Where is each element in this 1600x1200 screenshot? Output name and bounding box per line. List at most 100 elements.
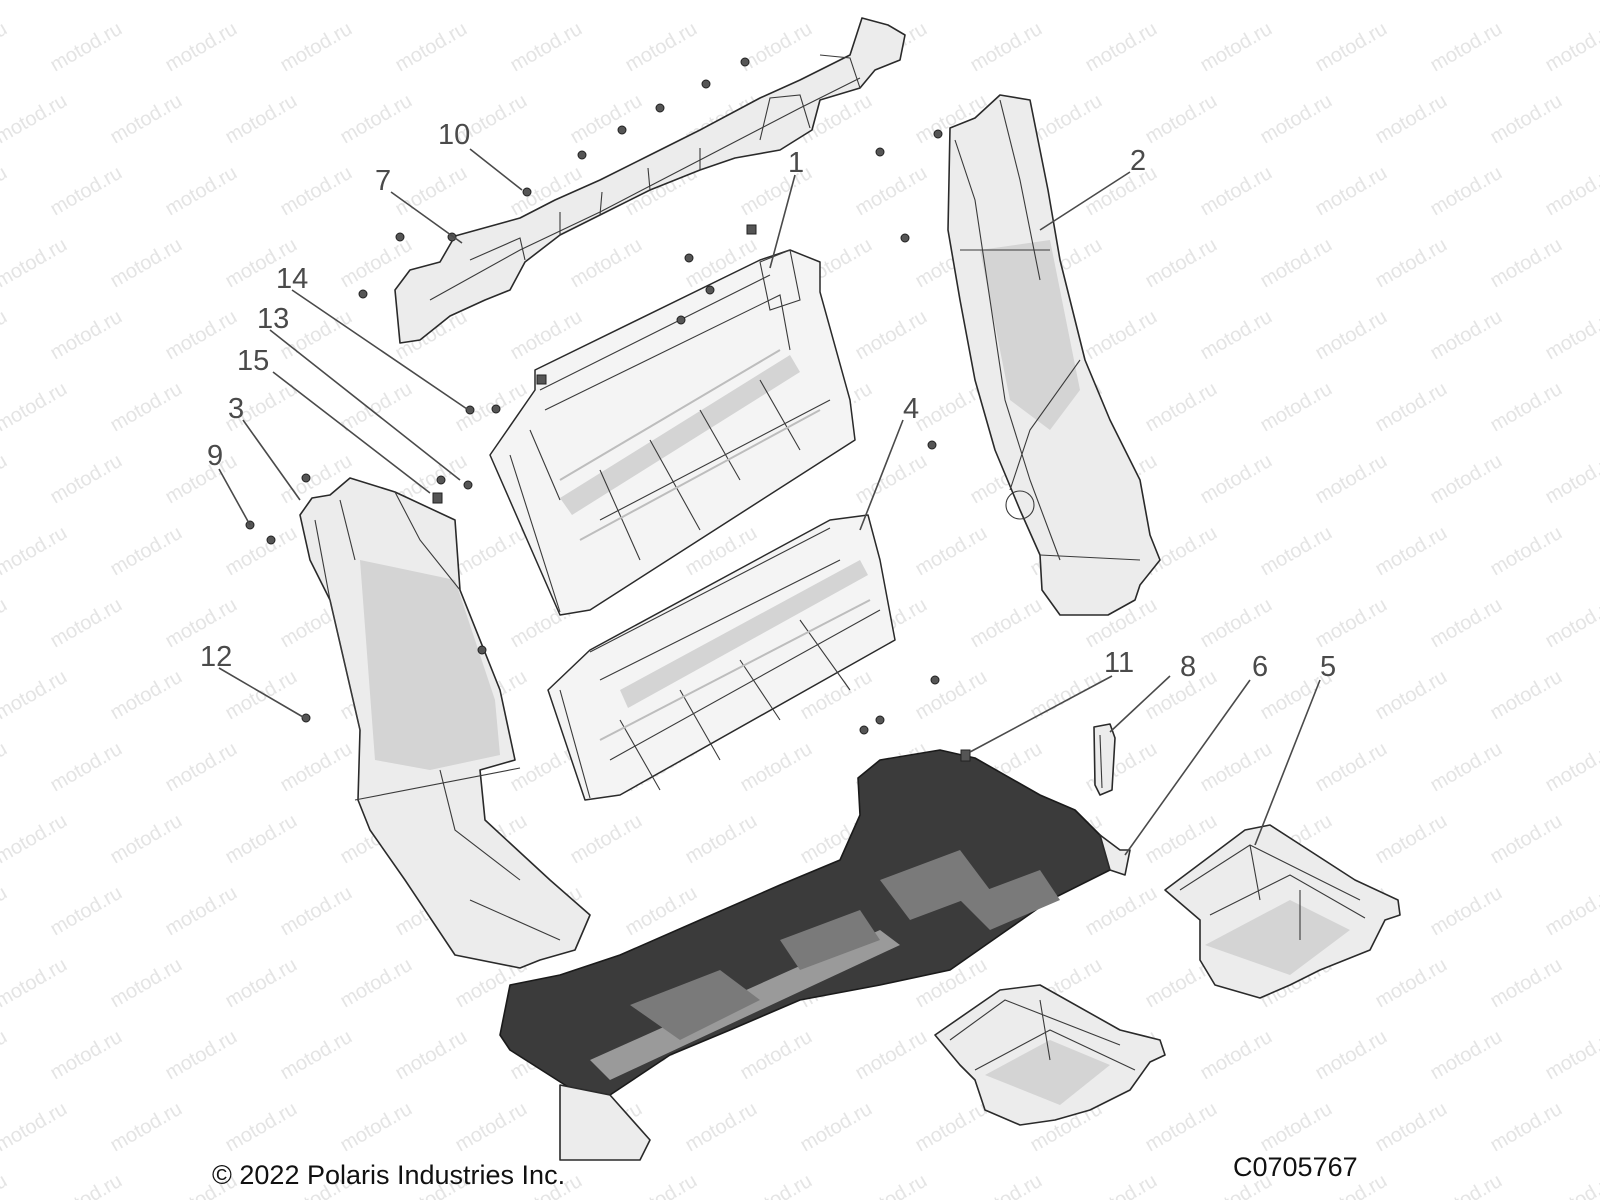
watermark-text: motod.ru xyxy=(1312,738,1391,797)
watermark-text: motod.ru xyxy=(47,594,126,653)
watermark-text: motod.ru xyxy=(622,1170,701,1200)
watermark-text: motod.ru xyxy=(1487,90,1566,149)
watermark-text: motod.ru xyxy=(1142,234,1221,293)
watermark-text: motod.ru xyxy=(1372,666,1451,725)
watermark-text: motod.ru xyxy=(162,306,241,365)
watermark-text: motod.ru xyxy=(1027,0,1106,4)
watermark-text: motod.ru xyxy=(107,90,186,149)
watermark-text: motod.ru xyxy=(682,810,761,869)
part-3-left-panel xyxy=(299,477,591,969)
fasteners xyxy=(245,57,971,762)
watermark-text: motod.ru xyxy=(1257,90,1336,149)
callout-12: 12 xyxy=(200,641,232,673)
watermark-text: motod.ru xyxy=(1372,522,1451,581)
watermark-text: motod.ru xyxy=(567,90,646,149)
watermark-text: motod.ru xyxy=(107,954,186,1013)
watermark-text: motod.ru xyxy=(1487,954,1566,1013)
watermark-text: motod.ru xyxy=(107,522,186,581)
watermark-text: motod.ru xyxy=(1312,1026,1391,1085)
watermark-text: motod.ru xyxy=(0,450,11,509)
part-6-floor-panel xyxy=(499,749,1131,1161)
watermark-text: motod.ru xyxy=(1542,594,1600,653)
watermark-text: motod.ru xyxy=(967,1170,1046,1200)
watermark-text: motod.ru xyxy=(222,90,301,149)
watermark-text: motod.ru xyxy=(1372,90,1451,149)
part-2-right-panel xyxy=(947,94,1161,616)
watermark-text: motod.ru xyxy=(337,378,416,437)
watermark-text: motod.ru xyxy=(222,666,301,725)
watermark-text: motod.ru xyxy=(1487,234,1566,293)
watermark-text: motod.ru xyxy=(222,1098,301,1157)
watermark-text: motod.ru xyxy=(47,738,126,797)
watermark-text: motod.ru xyxy=(1427,1170,1506,1200)
callout-11: 11 xyxy=(1104,647,1134,679)
watermark-text: motod.ru xyxy=(337,90,416,149)
watermark-text: motod.ru xyxy=(852,1170,931,1200)
watermark-text: motod.ru xyxy=(1542,738,1600,797)
watermark-text: motod.ru xyxy=(277,162,356,221)
lower-storage-bin xyxy=(934,984,1166,1126)
watermark-text: motod.ru xyxy=(1487,810,1566,869)
copyright-text: © 2022 Polaris Industries Inc. xyxy=(212,1160,565,1190)
watermark-text: motod.ru xyxy=(0,738,11,797)
watermark-text: motod.ru xyxy=(392,18,471,77)
watermark-text: motod.ru xyxy=(1487,0,1566,4)
watermark-text: motod.ru xyxy=(0,810,71,869)
watermark-text: motod.ru xyxy=(0,0,71,4)
watermark-text: motod.ru xyxy=(222,522,301,581)
watermark-text: motod.ru xyxy=(222,810,301,869)
watermark-text: motod.ru xyxy=(1197,594,1276,653)
callout-3: 3 xyxy=(228,393,244,425)
watermark-text: motod.ru xyxy=(1427,162,1506,221)
watermark-text: motod.ru xyxy=(1542,162,1600,221)
part-7-top-rail xyxy=(394,17,906,344)
callout-1: 1 xyxy=(788,147,804,179)
watermark-text: motod.ru xyxy=(162,18,241,77)
watermark-text: motod.ru xyxy=(0,954,71,1013)
watermark-text: motod.ru xyxy=(1487,522,1566,581)
watermark-text: motod.ru xyxy=(1257,0,1336,4)
watermark-text: motod.ru xyxy=(912,0,991,4)
watermark-text: motod.ru xyxy=(1542,882,1600,941)
watermark-text: motod.ru xyxy=(1372,954,1451,1013)
callout-4: 4 xyxy=(903,393,919,425)
watermark-text: motod.ru xyxy=(47,306,126,365)
watermark-text: motod.ru xyxy=(1372,234,1451,293)
watermark-text: motod.ru xyxy=(277,1026,356,1085)
watermark-text: motod.ru xyxy=(392,1026,471,1085)
callout-5: 5 xyxy=(1320,651,1336,683)
watermark-text: motod.ru xyxy=(107,0,186,4)
watermark-text: motod.ru xyxy=(47,450,126,509)
callout-7: 7 xyxy=(375,165,391,197)
watermark-text: motod.ru xyxy=(1427,1026,1506,1085)
watermark-text: motod.ru xyxy=(222,0,301,4)
watermark-text: motod.ru xyxy=(912,522,991,581)
watermark-text: motod.ru xyxy=(1372,378,1451,437)
watermark-text: motod.ru xyxy=(1257,234,1336,293)
watermark-text: motod.ru xyxy=(1082,18,1161,77)
watermark-text: motod.ru xyxy=(1372,1098,1451,1157)
watermark-text: motod.ru xyxy=(107,1098,186,1157)
part-5-right-storage-bin xyxy=(1164,824,1401,999)
watermark-text: motod.ru xyxy=(1197,450,1276,509)
watermark-text: motod.ru xyxy=(1487,666,1566,725)
watermark-text: motod.ru xyxy=(277,882,356,941)
watermark-text: motod.ru xyxy=(47,18,126,77)
watermark-text: motod.ru xyxy=(1312,450,1391,509)
watermark-text: motod.ru xyxy=(1257,1098,1336,1157)
watermark-text: motod.ru xyxy=(47,882,126,941)
watermark-text: motod.ru xyxy=(682,1098,761,1157)
watermark-text: motod.ru xyxy=(852,306,931,365)
watermark-text: motod.ru xyxy=(0,522,71,581)
watermark-text: motod.ru xyxy=(1542,18,1600,77)
part-8-bracket xyxy=(1093,723,1116,796)
watermark-text: motod.ru xyxy=(452,0,531,4)
watermark-text: motod.ru xyxy=(0,882,11,941)
watermark-text: motod.ru xyxy=(1427,450,1506,509)
watermark-text: motod.ru xyxy=(222,954,301,1013)
watermark-text: motod.ru xyxy=(1142,378,1221,437)
watermark-text: motod.ru xyxy=(0,306,11,365)
watermark-text: motod.ru xyxy=(1427,18,1506,77)
watermark-text: motod.ru xyxy=(337,1098,416,1157)
watermark-text: motod.ru xyxy=(967,18,1046,77)
